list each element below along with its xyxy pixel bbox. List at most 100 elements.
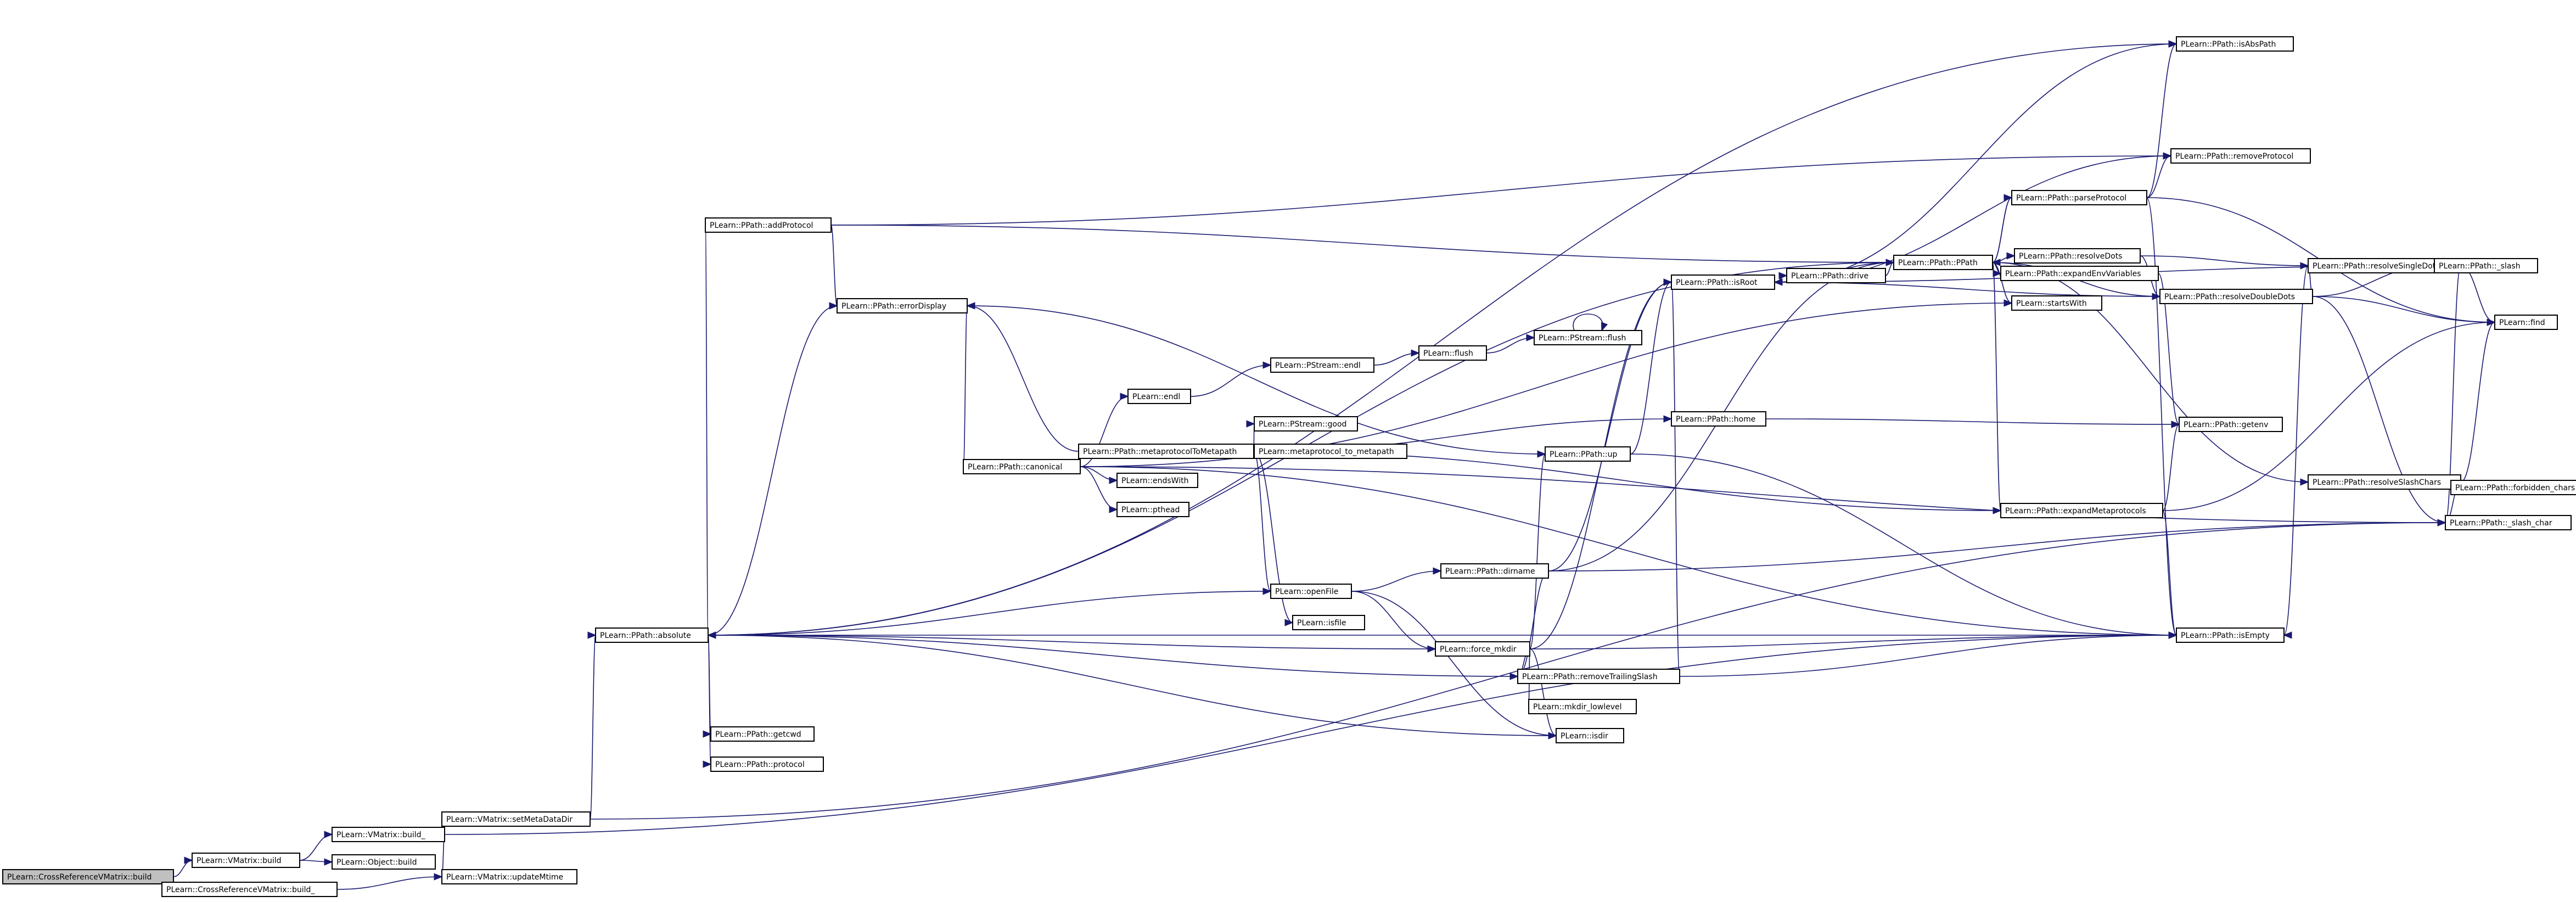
node-expandEnvVariables[interactable]: PLearn::PPath::expandEnvVariables [2000,266,2159,281]
node-box[interactable] [2176,628,2285,643]
node-removeProtocol[interactable]: PLearn::PPath::removeProtocol [2170,148,2311,164]
node-box[interactable] [2,869,174,884]
node-box[interactable] [1116,502,1189,517]
node-vm_build_[interactable]: PLearn::VMatrix::build_ [332,827,445,842]
node-openFile[interactable]: PLearn::openFile [1270,584,1352,599]
node-box[interactable] [1127,389,1191,404]
node-box[interactable] [837,298,968,313]
node-startsWith[interactable]: PLearn::startsWith [2011,295,2102,311]
node-isfile[interactable]: PLearn::isfile [1292,615,1365,630]
node-endsWith[interactable]: PLearn::endsWith [1116,473,1198,488]
node-isEmpty[interactable]: PLearn::PPath::isEmpty [2176,628,2285,643]
node-box[interactable] [2170,148,2311,164]
node-find[interactable]: PLearn::find [2494,315,2558,330]
node-box[interactable] [1270,357,1374,373]
node-endl[interactable]: PLearn::endl [1127,389,1191,404]
node-box[interactable] [1893,255,1993,270]
node-box[interactable] [1545,446,1631,462]
node-up[interactable]: PLearn::PPath::up [1545,446,1631,462]
node-pstream_flush[interactable]: PLearn::PStream::flush [1534,330,1642,345]
node-ppath[interactable]: PLearn::PPath::PPath [1893,255,1993,270]
node-errorDisplay[interactable]: PLearn::PPath::errorDisplay [837,298,968,313]
node-box[interactable] [1517,669,1680,684]
node-pstream_good[interactable]: PLearn::PStream::good [1254,416,1358,432]
node-box[interactable] [1528,699,1637,714]
node-box[interactable] [705,217,832,233]
node-absolute[interactable]: PLearn::PPath::absolute [595,628,709,643]
node-box[interactable] [2014,248,2141,264]
node-box[interactable] [1270,584,1352,599]
node-resolveDoubleDots[interactable]: PLearn::PPath::resolveDoubleDots [2159,289,2313,304]
node-box[interactable] [332,854,436,870]
node-isAbsPath[interactable]: PLearn::PPath::isAbsPath [2176,36,2294,52]
node-force_mkdir[interactable]: PLearn::force_mkdir [1435,641,1530,657]
node-expandMetaprotocols[interactable]: PLearn::PPath::expandMetaprotocols [2000,503,2163,518]
node-box[interactable] [1254,444,1407,459]
node-box[interactable] [1556,728,1624,743]
node-box[interactable] [1786,268,1886,283]
node-box[interactable] [1534,330,1642,345]
node-parseProtocol[interactable]: PLearn::PPath::parseProtocol [2011,190,2147,205]
node-label: PLearn::PPath::isRoot [1676,278,1758,287]
node-box[interactable] [2176,36,2294,52]
node-box[interactable] [2011,190,2147,205]
node-metaprotocolToMetapath[interactable]: PLearn::PPath::metaprotocolToMetapath [1078,444,1254,459]
node-updateMtime[interactable]: PLearn::VMatrix::updateMtime [441,869,577,884]
node-box[interactable] [710,757,824,772]
node-box[interactable] [1418,345,1487,361]
node-slash[interactable]: PLearn::PPath::_slash [2434,258,2538,273]
node-pathead[interactable]: PLearn::pthead [1116,502,1189,517]
node-mkdir_lowlevel[interactable]: PLearn::mkdir_lowlevel [1528,699,1637,714]
node-box[interactable] [1078,444,1254,459]
node-box[interactable] [2011,295,2102,311]
node-box[interactable] [1116,473,1198,488]
node-box[interactable] [332,827,445,842]
node-resolveSlashChars[interactable]: PLearn::PPath::resolveSlashChars [2308,474,2461,490]
node-box[interactable] [2450,480,2576,495]
node-canonical[interactable]: PLearn::PPath::canonical [963,459,1081,474]
node-box[interactable] [595,628,709,643]
node-slash_char[interactable]: PLearn::PPath::_slash_char [2445,515,2572,530]
node-box[interactable] [2159,289,2313,304]
node-resolveDots[interactable]: PLearn::PPath::resolveDots [2014,248,2141,264]
node-getenv[interactable]: PLearn::PPath::getenv [2179,417,2283,432]
node-box[interactable] [1440,563,1549,579]
node-box[interactable] [1435,641,1530,657]
node-dirname[interactable]: PLearn::PPath::dirname [1440,563,1549,579]
node-metaprotocol_to_metapath[interactable]: PLearn::metaprotocol_to_metapath [1254,444,1407,459]
node-cross_build_[interactable]: PLearn::CrossReferenceVMatrix::build_ [161,882,338,897]
node-box[interactable] [1671,411,1766,427]
node-isRoot[interactable]: PLearn::PPath::isRoot [1671,274,1775,290]
node-box[interactable] [2000,503,2163,518]
node-drive[interactable]: PLearn::PPath::drive [1786,268,1886,283]
node-box[interactable] [1254,416,1358,432]
node-pstream_endl[interactable]: PLearn::PStream::endl [1270,357,1374,373]
node-box[interactable] [2308,474,2461,490]
node-addProtocol[interactable]: PLearn::PPath::addProtocol [705,217,832,233]
node-box[interactable] [2494,315,2558,330]
node-vm_build[interactable]: PLearn::VMatrix::build [192,853,300,868]
node-forbidden_chars[interactable]: PLearn::PPath::forbidden_chars [2450,480,2576,495]
node-box[interactable] [2000,266,2159,281]
node-getcwd[interactable]: PLearn::PPath::getcwd [710,726,815,742]
node-box[interactable] [2445,515,2572,530]
node-cross_build[interactable]: PLearn::CrossReferenceVMatrix::build [2,869,174,884]
node-flush[interactable]: PLearn::flush [1418,345,1487,361]
node-protocol[interactable]: PLearn::PPath::protocol [710,757,824,772]
node-box[interactable] [161,882,338,897]
node-box[interactable] [2434,258,2538,273]
node-label: PLearn::PPath::resolveDots [2019,252,2122,261]
node-removeTrailingSlash[interactable]: PLearn::PPath::removeTrailingSlash [1517,669,1680,684]
node-box[interactable] [441,811,591,827]
node-box[interactable] [192,853,300,868]
node-box[interactable] [2179,417,2283,432]
node-setMetaDataDir[interactable]: PLearn::VMatrix::setMetaDataDir [441,811,591,827]
node-box[interactable] [963,459,1081,474]
node-box[interactable] [441,869,577,884]
node-isdir[interactable]: PLearn::isdir [1556,728,1624,743]
node-obj_build[interactable]: PLearn::Object::build [332,854,436,870]
node-box[interactable] [710,726,815,742]
node-home[interactable]: PLearn::PPath::home [1671,411,1766,427]
node-box[interactable] [1671,274,1775,290]
node-box[interactable] [1292,615,1365,630]
